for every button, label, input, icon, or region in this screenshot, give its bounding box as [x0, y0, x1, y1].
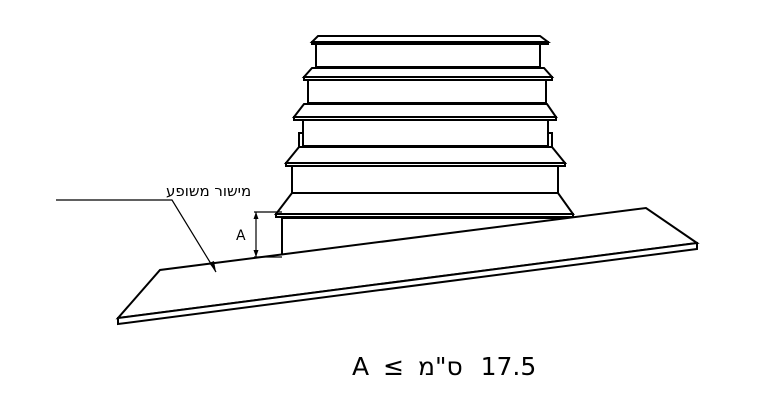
formula-operator: ≤ [383, 352, 405, 381]
stair-step-3 [291, 103, 558, 147]
slope-label: מישור משופע [166, 182, 251, 200]
formula-variable: A [352, 352, 370, 381]
formula-value: 17.5 [480, 352, 537, 381]
stair-step-2 [301, 67, 555, 104]
formula-unit: ס"מ [417, 352, 463, 381]
height-formula: A ≤ ס"מ 17.5 [352, 352, 536, 381]
dimension-a [253, 211, 282, 258]
dimension-a-label: A [236, 228, 246, 244]
sloped-plane [115, 206, 700, 326]
stair-step-1 [309, 35, 551, 68]
slope-label-leader [56, 199, 217, 273]
stair-step-5 [273, 164, 575, 218]
